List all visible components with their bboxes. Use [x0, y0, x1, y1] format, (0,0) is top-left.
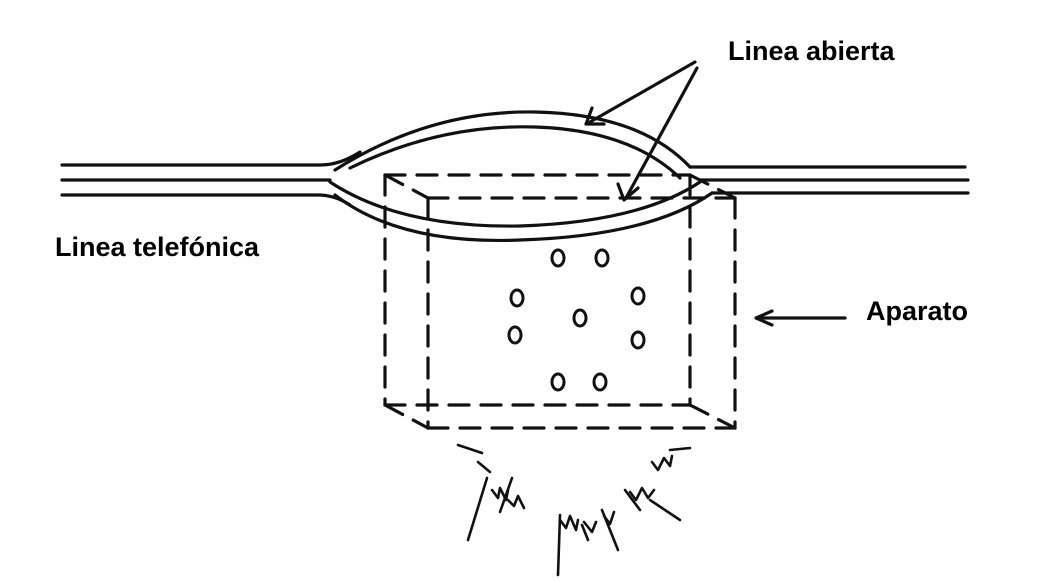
label-open-line: Linea abierta: [728, 36, 895, 66]
open-line-arrows: [584, 60, 699, 202]
open-line-loop: [328, 110, 714, 243]
telephone-line-right: [688, 165, 970, 195]
sound-marks: [456, 443, 692, 577]
device-arrow: [754, 309, 847, 327]
device-box: [383, 173, 737, 430]
telephone-line-left: [60, 150, 362, 207]
label-telephone-line: Linea telefónica: [55, 232, 260, 262]
device-holes: [507, 248, 646, 392]
label-device: Aparato: [866, 296, 969, 326]
